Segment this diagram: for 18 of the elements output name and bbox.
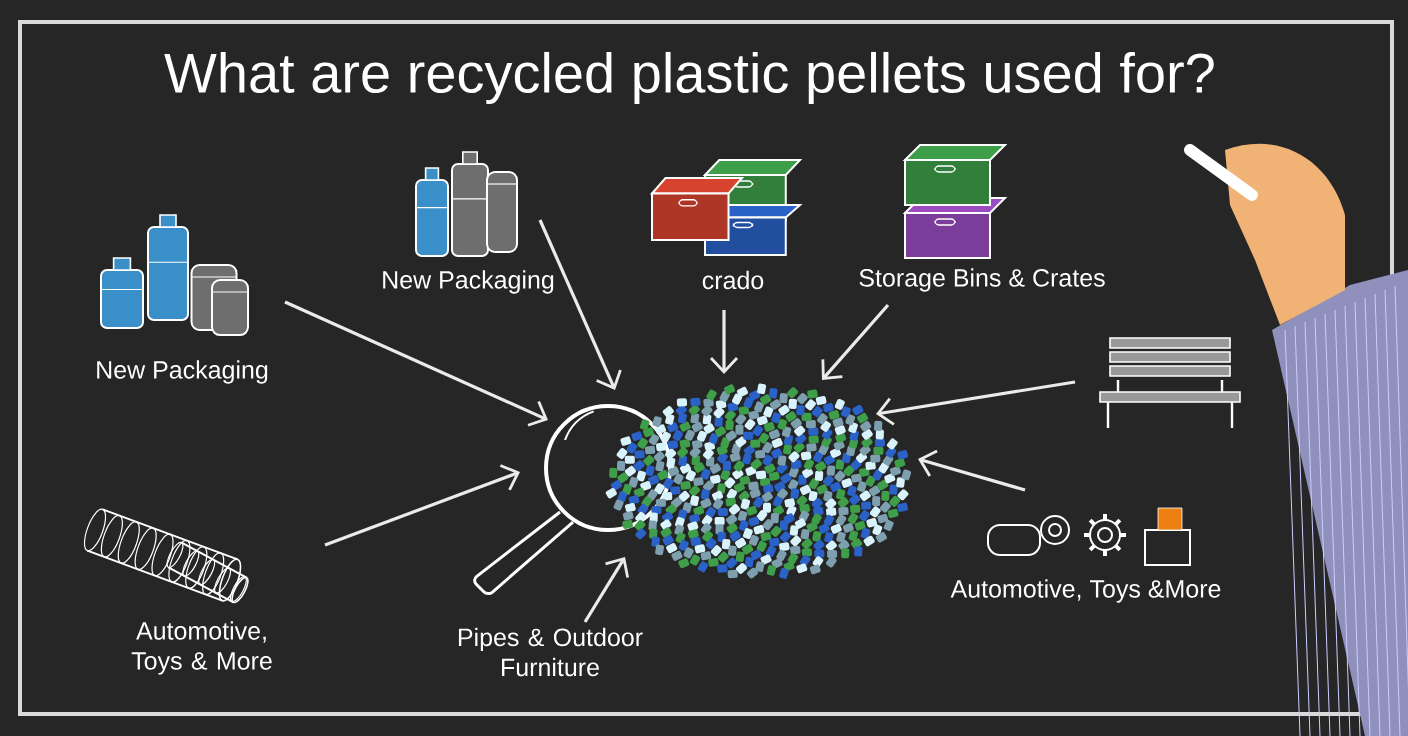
title: What are recycled plastic pellets used for? [164, 51, 1214, 105]
item-label: Automotive, Toys &More [950, 579, 1221, 603]
arrow [583, 557, 630, 623]
arrow [324, 464, 520, 547]
arrow [821, 303, 890, 380]
item-label: New Packaging [97, 360, 268, 384]
pellets-drawing [605, 383, 912, 579]
item-label: Automotive, Toys & More [131, 621, 272, 675]
item-label: crado [702, 270, 764, 290]
item-label: Pipes & Outdoor Furniture [458, 627, 643, 677]
item-label: Storage Bins & Crates [859, 268, 1105, 292]
bench-drawing [1099, 337, 1241, 430]
arrow [284, 300, 548, 427]
arrow [876, 380, 1076, 426]
arrow [918, 449, 1026, 492]
arrow [710, 310, 739, 374]
item-label: New Packaging [383, 270, 554, 294]
arrow [538, 219, 622, 390]
